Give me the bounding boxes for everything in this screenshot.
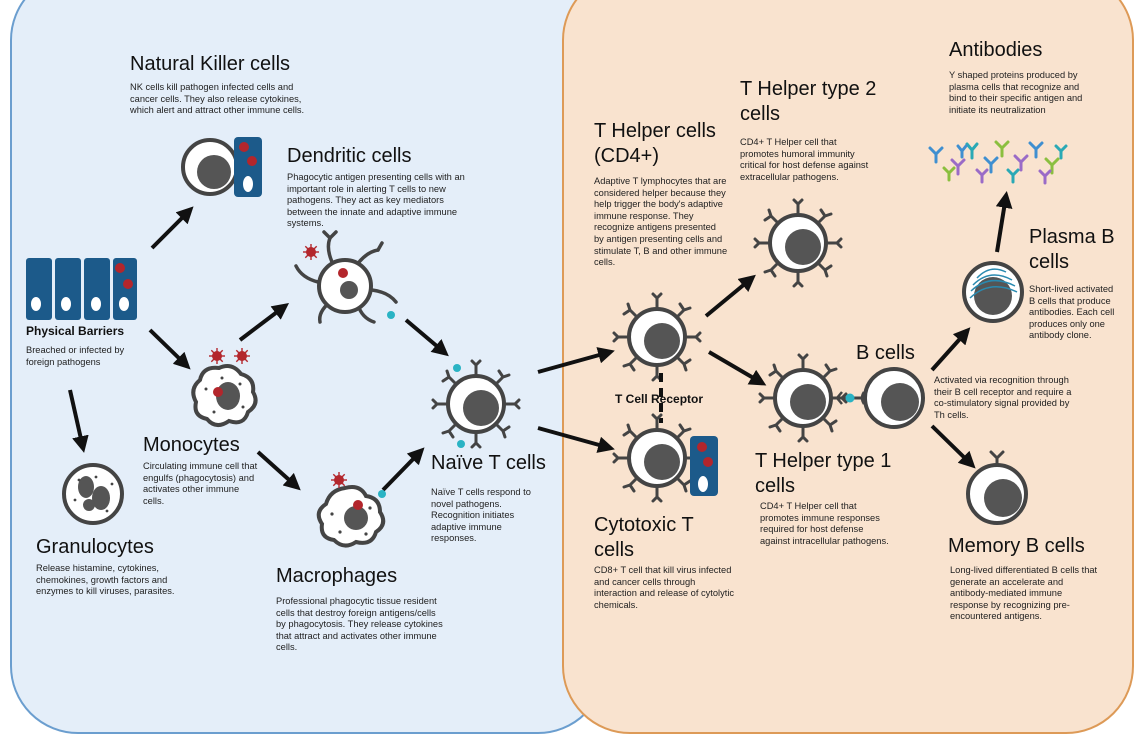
th-cd4-desc: Adaptive T lymphocytes that are consider…	[594, 176, 728, 268]
cytotoxic-t-title: Cytotoxic T cells	[594, 514, 694, 561]
t-cell-receptor-label: T Cell Receptor	[615, 392, 704, 406]
arrow-th-to-th1	[707, 350, 767, 386]
arrow-monocytes-to-dendritic	[238, 302, 290, 342]
arrow-th-to-th2	[704, 274, 756, 318]
b-cells-title: B cells	[856, 342, 915, 364]
arrow-naive-to-cytotoxic	[537, 426, 615, 453]
arrow-naive-to-th	[537, 347, 615, 374]
macrophage-icon	[316, 471, 386, 548]
arrow-bcell-to-plasma	[930, 327, 971, 372]
macrophages-desc: Professional phagocytic tissue resident …	[276, 596, 443, 653]
antibodies-desc: Y shaped proteins produced by plasma cel…	[949, 70, 1083, 115]
nk-title: Natural Killer cells	[130, 53, 291, 75]
monocytes-desc: Circulating immune cell that engulfs (ph…	[143, 461, 258, 506]
arrow-macrophages-to-naive	[381, 447, 425, 492]
b-cells-desc: Activated via recognition through their …	[934, 375, 1072, 420]
plasma-b-title: Plasma B cells	[1029, 226, 1115, 273]
th1-desc: CD4+ T Helper cell that promotes immune …	[760, 501, 889, 546]
monocyte-icon	[191, 347, 258, 427]
barriers-desc: Breached or infected by foreign pathogen…	[26, 345, 125, 367]
antibodies-title: Antibodies	[949, 39, 1043, 61]
arrow-dendritic-to-naive	[404, 318, 449, 357]
naive-t-cell-icon	[431, 359, 521, 449]
arrow-bcell-to-memory	[930, 424, 976, 469]
dendritic-cell-icon	[294, 230, 398, 324]
edge-arrows	[68, 191, 1013, 492]
barriers-title: Physical Barriers	[26, 324, 125, 338]
arrow-monocytes-to-macrophages	[256, 450, 301, 491]
th2-desc: CD4+ T Helper cell that promotes humoral…	[740, 137, 869, 182]
t-helper-cell-icon	[612, 292, 702, 382]
arrow-barriers-to-nk	[150, 206, 194, 250]
arrow-barriers-to-granulocytes	[68, 389, 89, 453]
monocytes-title: Monocytes	[143, 434, 240, 456]
naive-t-desc: Naïve T cells respond to novel pathogens…	[431, 487, 531, 544]
nk-cell-icon	[181, 137, 262, 197]
th1-title: T Helper type 1 cells	[755, 450, 892, 497]
cytotoxic-t-desc: CD8+ T cell that kill virus infected and…	[594, 565, 735, 610]
memory-b-cell-icon	[966, 450, 1028, 525]
th2-title: T Helper type 2 cells	[740, 78, 877, 125]
innate-immunity-panel	[10, 0, 606, 734]
b-cell-icon	[860, 367, 925, 429]
dendritic-desc: Phagocytic antigen presenting cells with…	[287, 172, 465, 229]
plasma-b-desc: Short-lived activated B cells that produ…	[1029, 284, 1115, 341]
dendritic-title: Dendritic cells	[287, 145, 412, 167]
granulocyte-icon	[62, 463, 124, 525]
cytotoxic-t-cell-icon	[612, 413, 718, 503]
arrow-plasma-to-antibodies	[995, 191, 1013, 253]
memory-b-title: Memory B cells	[948, 535, 1085, 557]
granulocytes-title: Granulocytes	[36, 536, 154, 558]
plasma-b-cell-icon	[962, 261, 1024, 323]
th1-cell-icon	[758, 353, 868, 443]
arrow-barriers-to-monocytes	[148, 328, 191, 370]
nk-desc: NK cells kill pathogen infected cells an…	[130, 82, 305, 116]
th2-cell-icon	[753, 198, 843, 288]
granulocytes-desc: Release histamine, cytokines, chemokines…	[36, 563, 175, 597]
antibodies-icon	[928, 140, 1068, 185]
physical-barrier-icon	[26, 258, 137, 320]
macrophages-title: Macrophages	[276, 565, 398, 587]
th-cd4-title: T Helper cells (CD4+)	[594, 120, 716, 167]
naive-t-title: Naïve T cells	[431, 452, 546, 474]
memory-b-desc: Long-lived differentiated B cells that g…	[950, 565, 1098, 622]
